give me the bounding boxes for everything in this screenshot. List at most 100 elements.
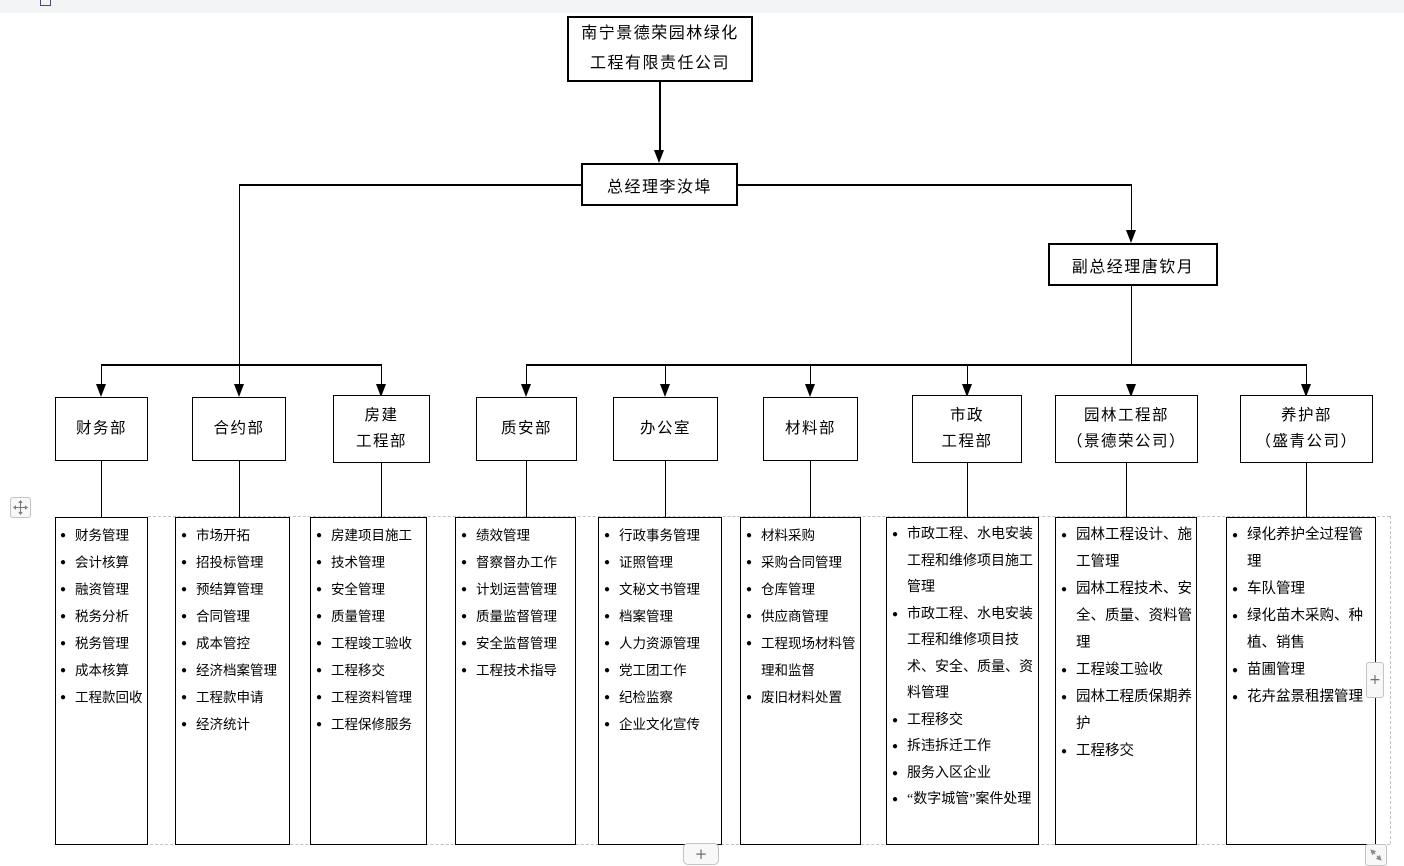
connector bbox=[1305, 461, 1307, 517]
connector bbox=[1305, 364, 1307, 384]
dept-title-line2: （盛青公司） bbox=[1255, 433, 1358, 450]
dept-box-materials[interactable]: 材料部 bbox=[763, 397, 858, 461]
bullet-icon: ● bbox=[604, 611, 611, 622]
bullet-icon: ● bbox=[316, 692, 323, 703]
dept-list-quality-safety[interactable]: ●绩效管理 ●督察督办工作 ●计划运营管理 ●质量监督管理 ●安全监督管理 ●工… bbox=[455, 517, 576, 845]
resize-expand-button[interactable] bbox=[1365, 844, 1387, 866]
dept-list-office[interactable]: ●行政事务管理 ●证照管理 ●文秘文书管理 ●档案管理 ●人力资源管理 ●党工团… bbox=[598, 517, 722, 845]
list-item: ●安全监督管理 bbox=[461, 630, 573, 657]
bullet-icon: ● bbox=[892, 767, 899, 779]
connector-arrow bbox=[654, 150, 664, 163]
dept-list-landscape-engineering[interactable]: ●园林工程设计、施工管理 ●园林工程技术、安全、质量、资料管理 ●工程竣工验收 … bbox=[1055, 517, 1197, 845]
dept-box-office[interactable]: 办公室 bbox=[613, 397, 718, 461]
move-object-handle[interactable] bbox=[10, 497, 31, 518]
dept-box-municipal-engineering[interactable]: 市政 工程部 bbox=[912, 395, 1022, 463]
table-gridline-bottom bbox=[55, 844, 1390, 845]
connector bbox=[809, 461, 811, 517]
connector bbox=[966, 364, 968, 384]
list-item: ●苗圃管理 bbox=[1232, 657, 1373, 684]
list-item: ●工程竣工验收 bbox=[316, 630, 424, 657]
bullet-icon: ● bbox=[181, 719, 188, 730]
list-item: ●废旧材料处置 bbox=[746, 684, 858, 711]
dept-list-materials[interactable]: ●材料采购 ●采购合同管理 ●仓库管理 ●供应商管理 ●工程现场材料管理和监督 … bbox=[740, 517, 861, 845]
dept-title: 养护部 bbox=[1280, 407, 1332, 424]
bullet-icon: ● bbox=[604, 692, 611, 703]
bullet-icon: ● bbox=[181, 665, 188, 676]
connector bbox=[1125, 461, 1127, 517]
dept-list-contracts[interactable]: ●市场开拓 ●招投标管理 ●预结算管理 ●合同管理 ●成本管控 ●经济档案管理 … bbox=[175, 517, 290, 845]
connector bbox=[100, 364, 102, 384]
connector bbox=[239, 184, 582, 186]
dept-box-maintenance[interactable]: 养护部 （盛青公司） bbox=[1240, 395, 1373, 463]
deputy-general-manager-box[interactable]: 副总经理唐钦月 bbox=[1048, 243, 1218, 286]
deputy-general-manager-label: 副总经理唐钦月 bbox=[1071, 258, 1195, 276]
dept-list-finance[interactable]: ●财务管理 ●会计核算 ●融资管理 ●税务分析 ●税务管理 ●成本核算 ●工程款… bbox=[55, 517, 148, 845]
bullet-icon: ● bbox=[604, 557, 611, 568]
connector-arrow bbox=[1126, 384, 1136, 397]
bullet-icon: ● bbox=[461, 557, 468, 568]
bullet-icon: ● bbox=[1232, 584, 1239, 595]
bullet-icon: ● bbox=[604, 638, 611, 649]
bullet-icon: ● bbox=[1232, 611, 1239, 622]
add-column-button[interactable]: + bbox=[1366, 662, 1384, 698]
bullet-icon: ● bbox=[461, 611, 468, 622]
company-box[interactable]: 南宁景德荣园林绿化 工程有限责任公司 bbox=[567, 16, 753, 82]
bullet-icon: ● bbox=[604, 530, 611, 541]
list-item: ●工程款申请 bbox=[181, 684, 287, 711]
bullet-icon: ● bbox=[316, 665, 323, 676]
connector bbox=[659, 82, 661, 150]
connector bbox=[526, 364, 1306, 366]
list-item: ●质量监督管理 bbox=[461, 603, 573, 630]
list-item: ●文秘文书管理 bbox=[604, 576, 719, 603]
dept-box-quality-safety[interactable]: 质安部 bbox=[476, 397, 577, 461]
dept-box-finance[interactable]: 财务部 bbox=[55, 397, 148, 461]
bullet-icon: ● bbox=[746, 584, 753, 595]
plus-icon: + bbox=[694, 845, 708, 863]
list-item: ●成本核算 bbox=[60, 657, 145, 684]
bullet-icon: ● bbox=[746, 557, 753, 568]
list-item: ●供应商管理 bbox=[746, 603, 858, 630]
top-chrome-bar bbox=[0, 0, 1404, 13]
connector bbox=[380, 364, 382, 384]
bullet-icon: ● bbox=[316, 719, 323, 730]
list-item: ●绿化苗木采购、种植、销售 bbox=[1232, 603, 1373, 657]
dept-box-housing-construction[interactable]: 房建 工程部 bbox=[333, 395, 430, 463]
table-gridline-right bbox=[1390, 516, 1391, 844]
plus-icon: + bbox=[1369, 672, 1381, 688]
dept-list-housing-construction[interactable]: ●房建项目施工 ●技术管理 ●安全管理 ●质量管理 ●工程竣工验收 ●工程移交 … bbox=[310, 517, 427, 845]
list-item: ●花卉盆景租摆管理 bbox=[1232, 684, 1373, 711]
connector bbox=[664, 364, 666, 384]
list-item: ●工程款回收 bbox=[60, 684, 145, 711]
list-item: ●督察督办工作 bbox=[461, 549, 573, 576]
dept-box-landscape-engineering[interactable]: 园林工程部 （景德荣公司） bbox=[1055, 395, 1198, 463]
dept-title: 质安部 bbox=[500, 420, 552, 437]
list-item: ●车队管理 bbox=[1232, 576, 1373, 603]
dept-list-municipal-engineering[interactable]: ●市政工程、水电安装工程和维修项目施工管理 ●市政工程、水电安装工程和维修项目技… bbox=[886, 517, 1039, 845]
bullet-icon: ● bbox=[746, 638, 753, 649]
connector bbox=[809, 364, 811, 384]
list-item: ●档案管理 bbox=[604, 603, 719, 630]
list-item: ●企业文化宣传 bbox=[604, 711, 719, 738]
bullet-icon: ● bbox=[461, 530, 468, 541]
bullet-icon: ● bbox=[604, 584, 611, 595]
bullet-icon: ● bbox=[181, 557, 188, 568]
bullet-icon: ● bbox=[60, 611, 67, 622]
dept-title: 材料部 bbox=[784, 420, 836, 437]
table-handle-icon[interactable] bbox=[40, 0, 51, 6]
bullet-icon: ● bbox=[60, 665, 67, 676]
dept-box-contracts[interactable]: 合约部 bbox=[192, 397, 286, 461]
bullet-icon: ● bbox=[746, 692, 753, 703]
expand-diagonal-icon bbox=[1370, 849, 1382, 861]
connector-arrow bbox=[376, 384, 386, 397]
add-row-button[interactable]: + bbox=[683, 843, 719, 865]
dept-list-maintenance[interactable]: ●绿化养护全过程管理 ●车队管理 ●绿化苗木采购、种植、销售 ●苗圃管理 ●花卉… bbox=[1226, 517, 1376, 845]
list-item: ●采购合同管理 bbox=[746, 549, 858, 576]
bullet-icon: ● bbox=[604, 665, 611, 676]
list-item: ●纪检监察 bbox=[604, 684, 719, 711]
list-item: ●融资管理 bbox=[60, 576, 145, 603]
bullet-icon: ● bbox=[604, 719, 611, 730]
connector bbox=[1130, 285, 1132, 364]
general-manager-box[interactable]: 总经理李汝埠 bbox=[581, 163, 738, 206]
bullet-icon: ● bbox=[1061, 746, 1068, 757]
